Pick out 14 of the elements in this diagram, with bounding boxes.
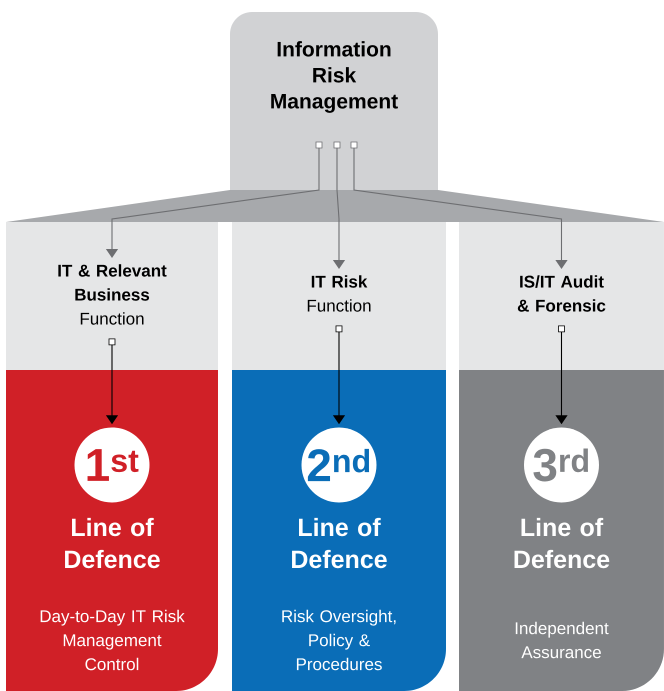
arrow (350, 142, 568, 269)
defence-panel (232, 370, 446, 691)
panel-heading: Line of Defence (292, 518, 387, 568)
panel-heading: Line of Defence (65, 518, 160, 568)
function-label: IT & Relevant Business Function (58, 264, 167, 325)
panel-description: Day-to-Day IT Risk Management Control (40, 610, 185, 670)
function-label: IT Risk Function (308, 275, 370, 312)
panel-description: Independent Assurance (516, 622, 609, 658)
defence-panel (459, 370, 664, 691)
panel-description: Risk Oversight, Policy & Procedures (282, 610, 396, 670)
panel-heading: Line of Defence (514, 518, 610, 568)
defence-panel (6, 370, 218, 691)
title-box: Information Risk Management (6, 12, 664, 222)
function-label: IS/IT Audit & Forensic (518, 275, 606, 312)
